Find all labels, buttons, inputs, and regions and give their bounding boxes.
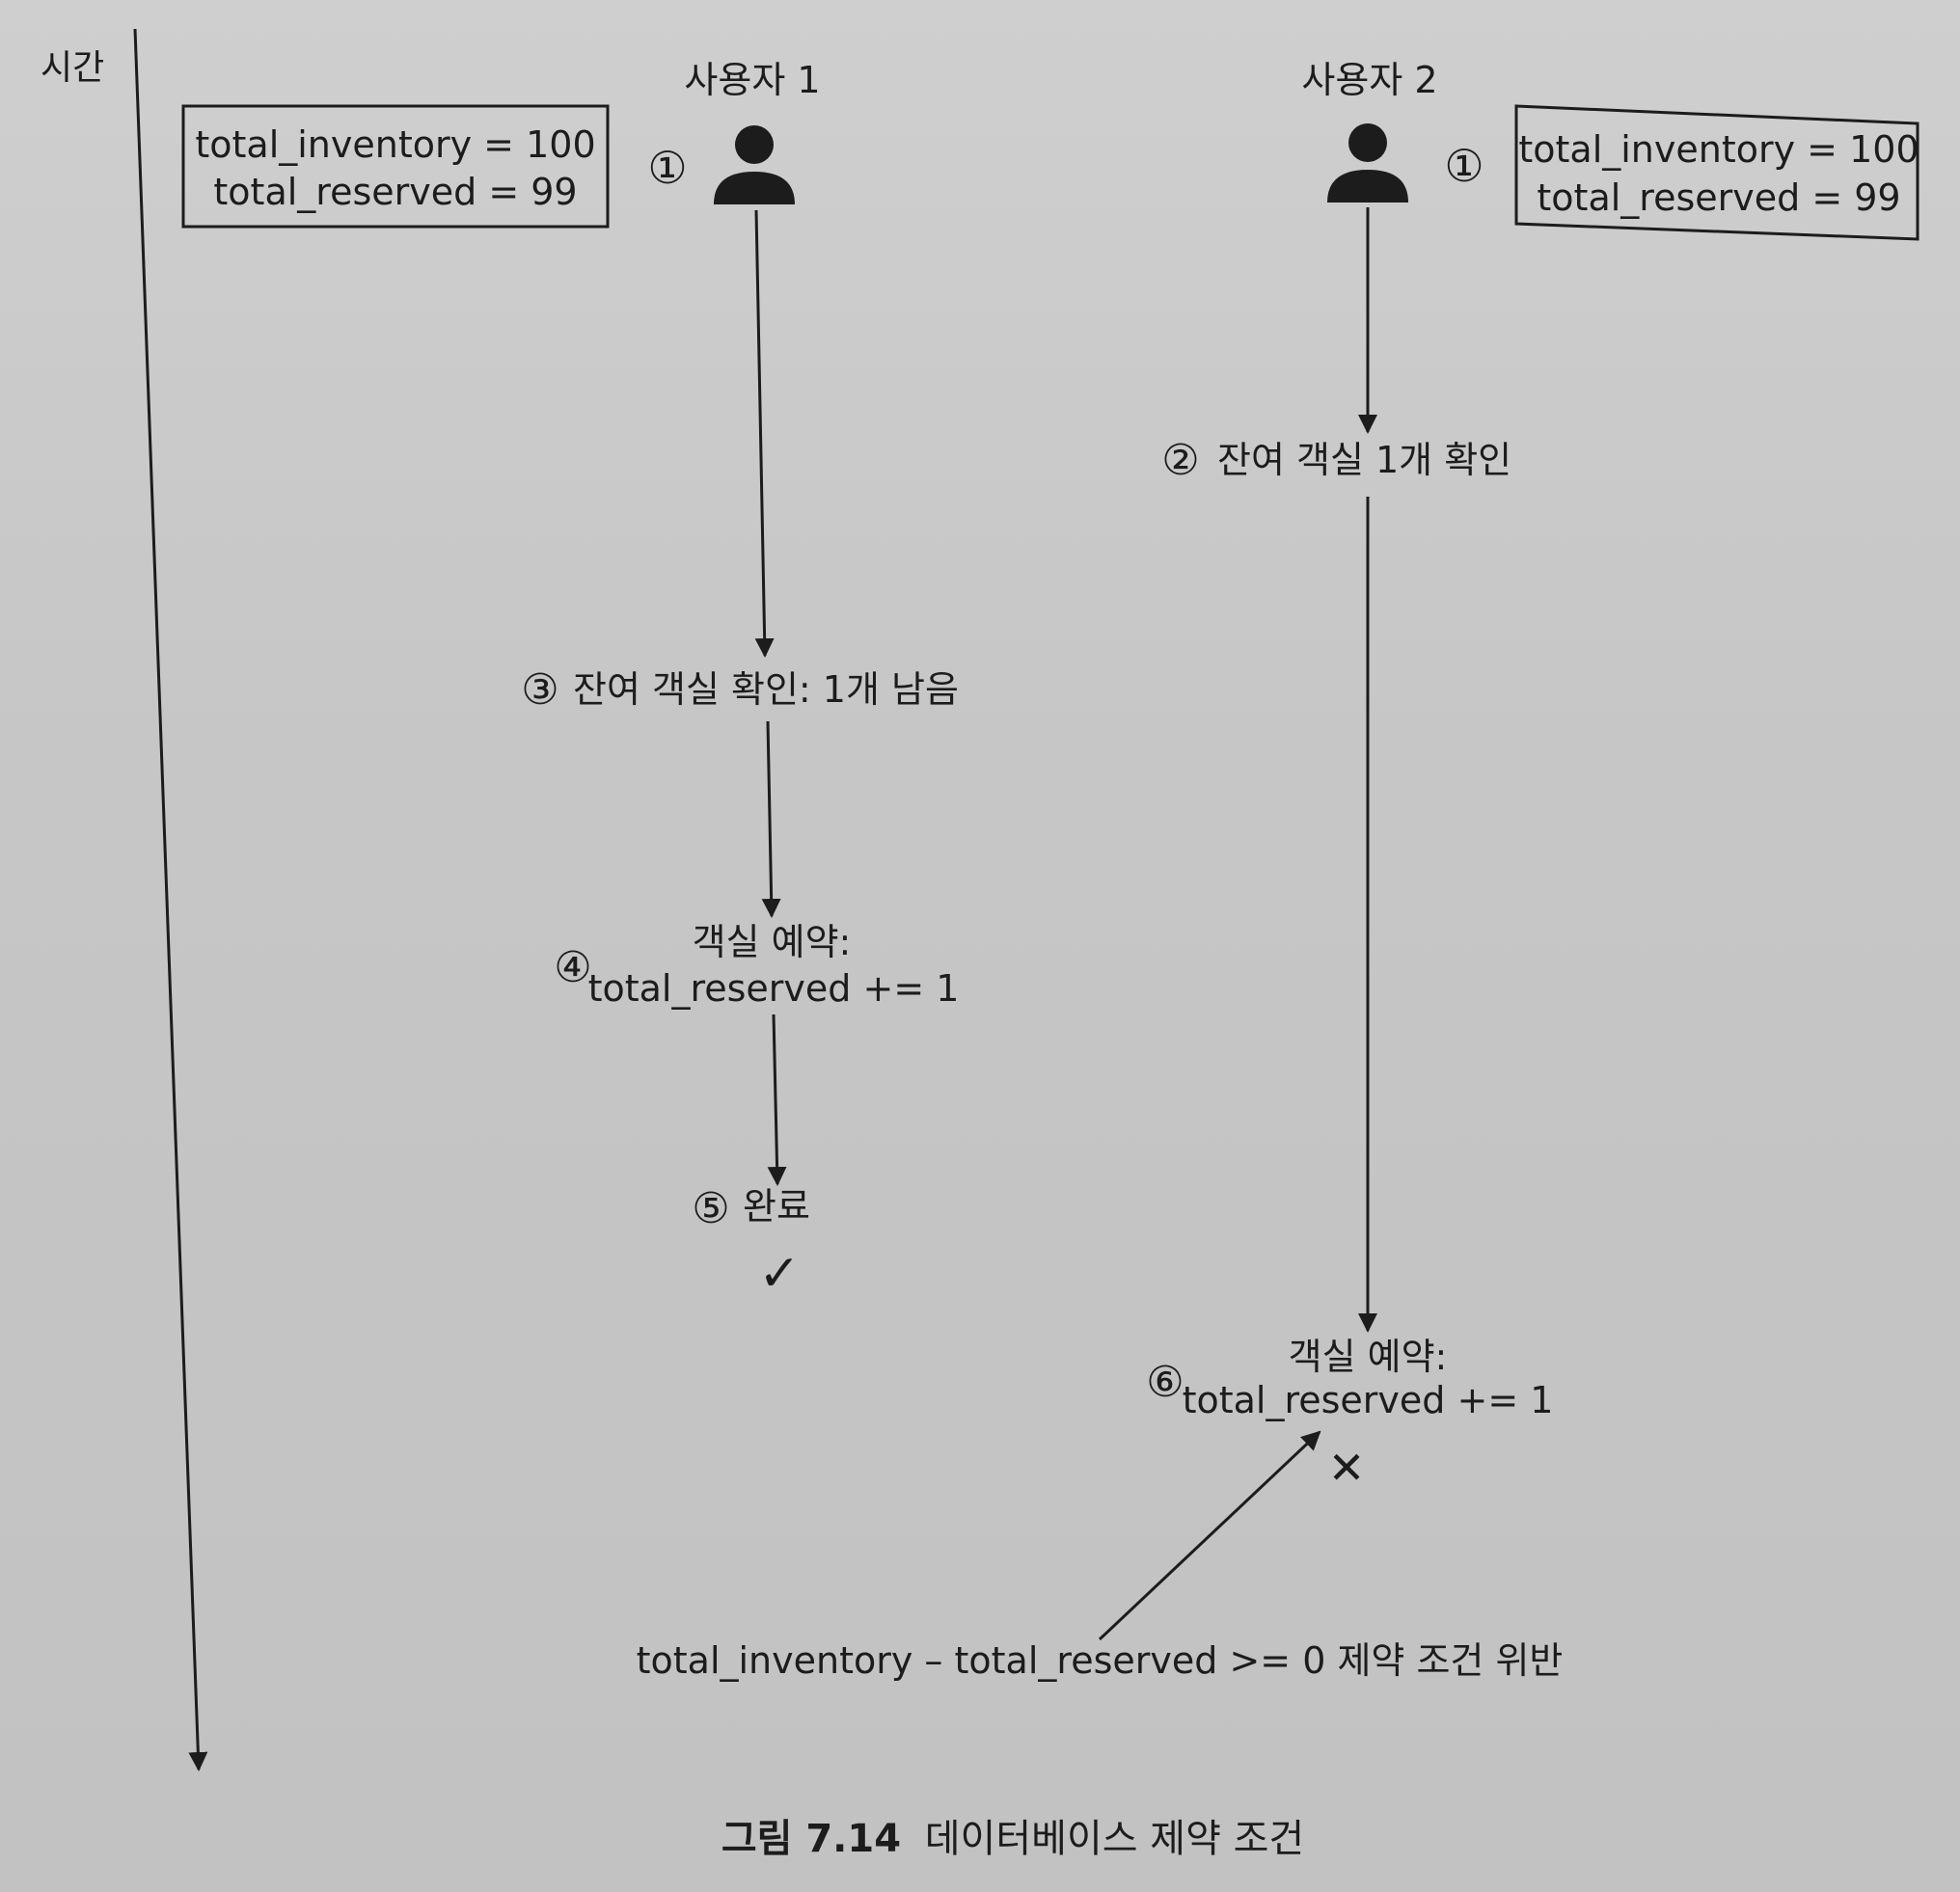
step5-label: ⑤ 완료 [692, 1184, 810, 1233]
step2-text: 잔여 객실 1개 확인 [1217, 439, 1511, 481]
step2-label: ② 잔여 객실 1개 확인 [1161, 436, 1511, 485]
user2-state-box: total_inventory = 100 total_reserved = 9… [1514, 104, 1919, 241]
failure-x-icon: ✕ [1328, 1442, 1366, 1494]
step5-text: 완료 [743, 1185, 810, 1228]
step4-line2: total_reserved += 1 [588, 967, 960, 1010]
step6-line1: 객실 예약: [1289, 1336, 1448, 1378]
step3-label: ③ 잔여 객실 확인: 1개 남음 [521, 665, 959, 715]
user1-arrow-to-step4 [761, 720, 781, 918]
svg-text:그림 7.14 데이터베이스 제약 조건: 그림 7.14 데이터베이스 제약 조건 [721, 1817, 1304, 1861]
user2-step1-marker: ① [1444, 140, 1484, 192]
step2-marker: ② [1161, 436, 1199, 485]
user2-state-reserved: total_reserved = 99 [1537, 176, 1900, 219]
time-axis-line [133, 28, 208, 1771]
step4-label: ④ 객실 예약: total_reserved += 1 [554, 921, 959, 1010]
user1-step1-marker: ① [647, 142, 687, 194]
user1-state-box: total_inventory = 100 total_reserved = 9… [181, 104, 610, 229]
step5-marker: ⑤ [692, 1184, 729, 1233]
step4-line1: 객실 예약: [693, 921, 852, 963]
user2-name: 사용자 2 [1301, 59, 1437, 101]
constraint-violation-arrow [1098, 1430, 1321, 1641]
user1-state-reserved: total_reserved = 99 [213, 171, 577, 213]
figure-caption: 그림 7.14 데이터베이스 제약 조건 [721, 1817, 1304, 1861]
step6-line2: total_reserved += 1 [1183, 1379, 1554, 1421]
user1-name: 사용자 1 [684, 59, 820, 101]
success-check-icon: ✓ [758, 1245, 801, 1303]
user1-arrow-to-step3 [754, 209, 775, 658]
time-axis-label: 시간 [41, 48, 104, 88]
user2-state-inventory: total_inventory = 100 [1518, 128, 1919, 171]
step4-marker: ④ [554, 943, 591, 992]
caption-text: 데이터베이스 제약 조건 [925, 1817, 1304, 1861]
user1-person-icon [714, 125, 795, 204]
user1-state-inventory: total_inventory = 100 [195, 123, 595, 166]
constraint-violation-note: total_inventory – total_reserved >= 0 제약… [637, 1639, 1564, 1682]
user2-person-icon [1327, 123, 1408, 203]
user1-arrow-to-step5 [767, 1014, 787, 1186]
step6-label: ⑥ 객실 예약: total_reserved += 1 [1146, 1336, 1553, 1421]
caption-number: 그림 7.14 [721, 1817, 901, 1861]
step3-text: 잔여 객실 확인: 1개 남음 [573, 668, 959, 711]
step3-marker: ③ [521, 665, 558, 715]
step6-marker: ⑥ [1146, 1358, 1184, 1407]
